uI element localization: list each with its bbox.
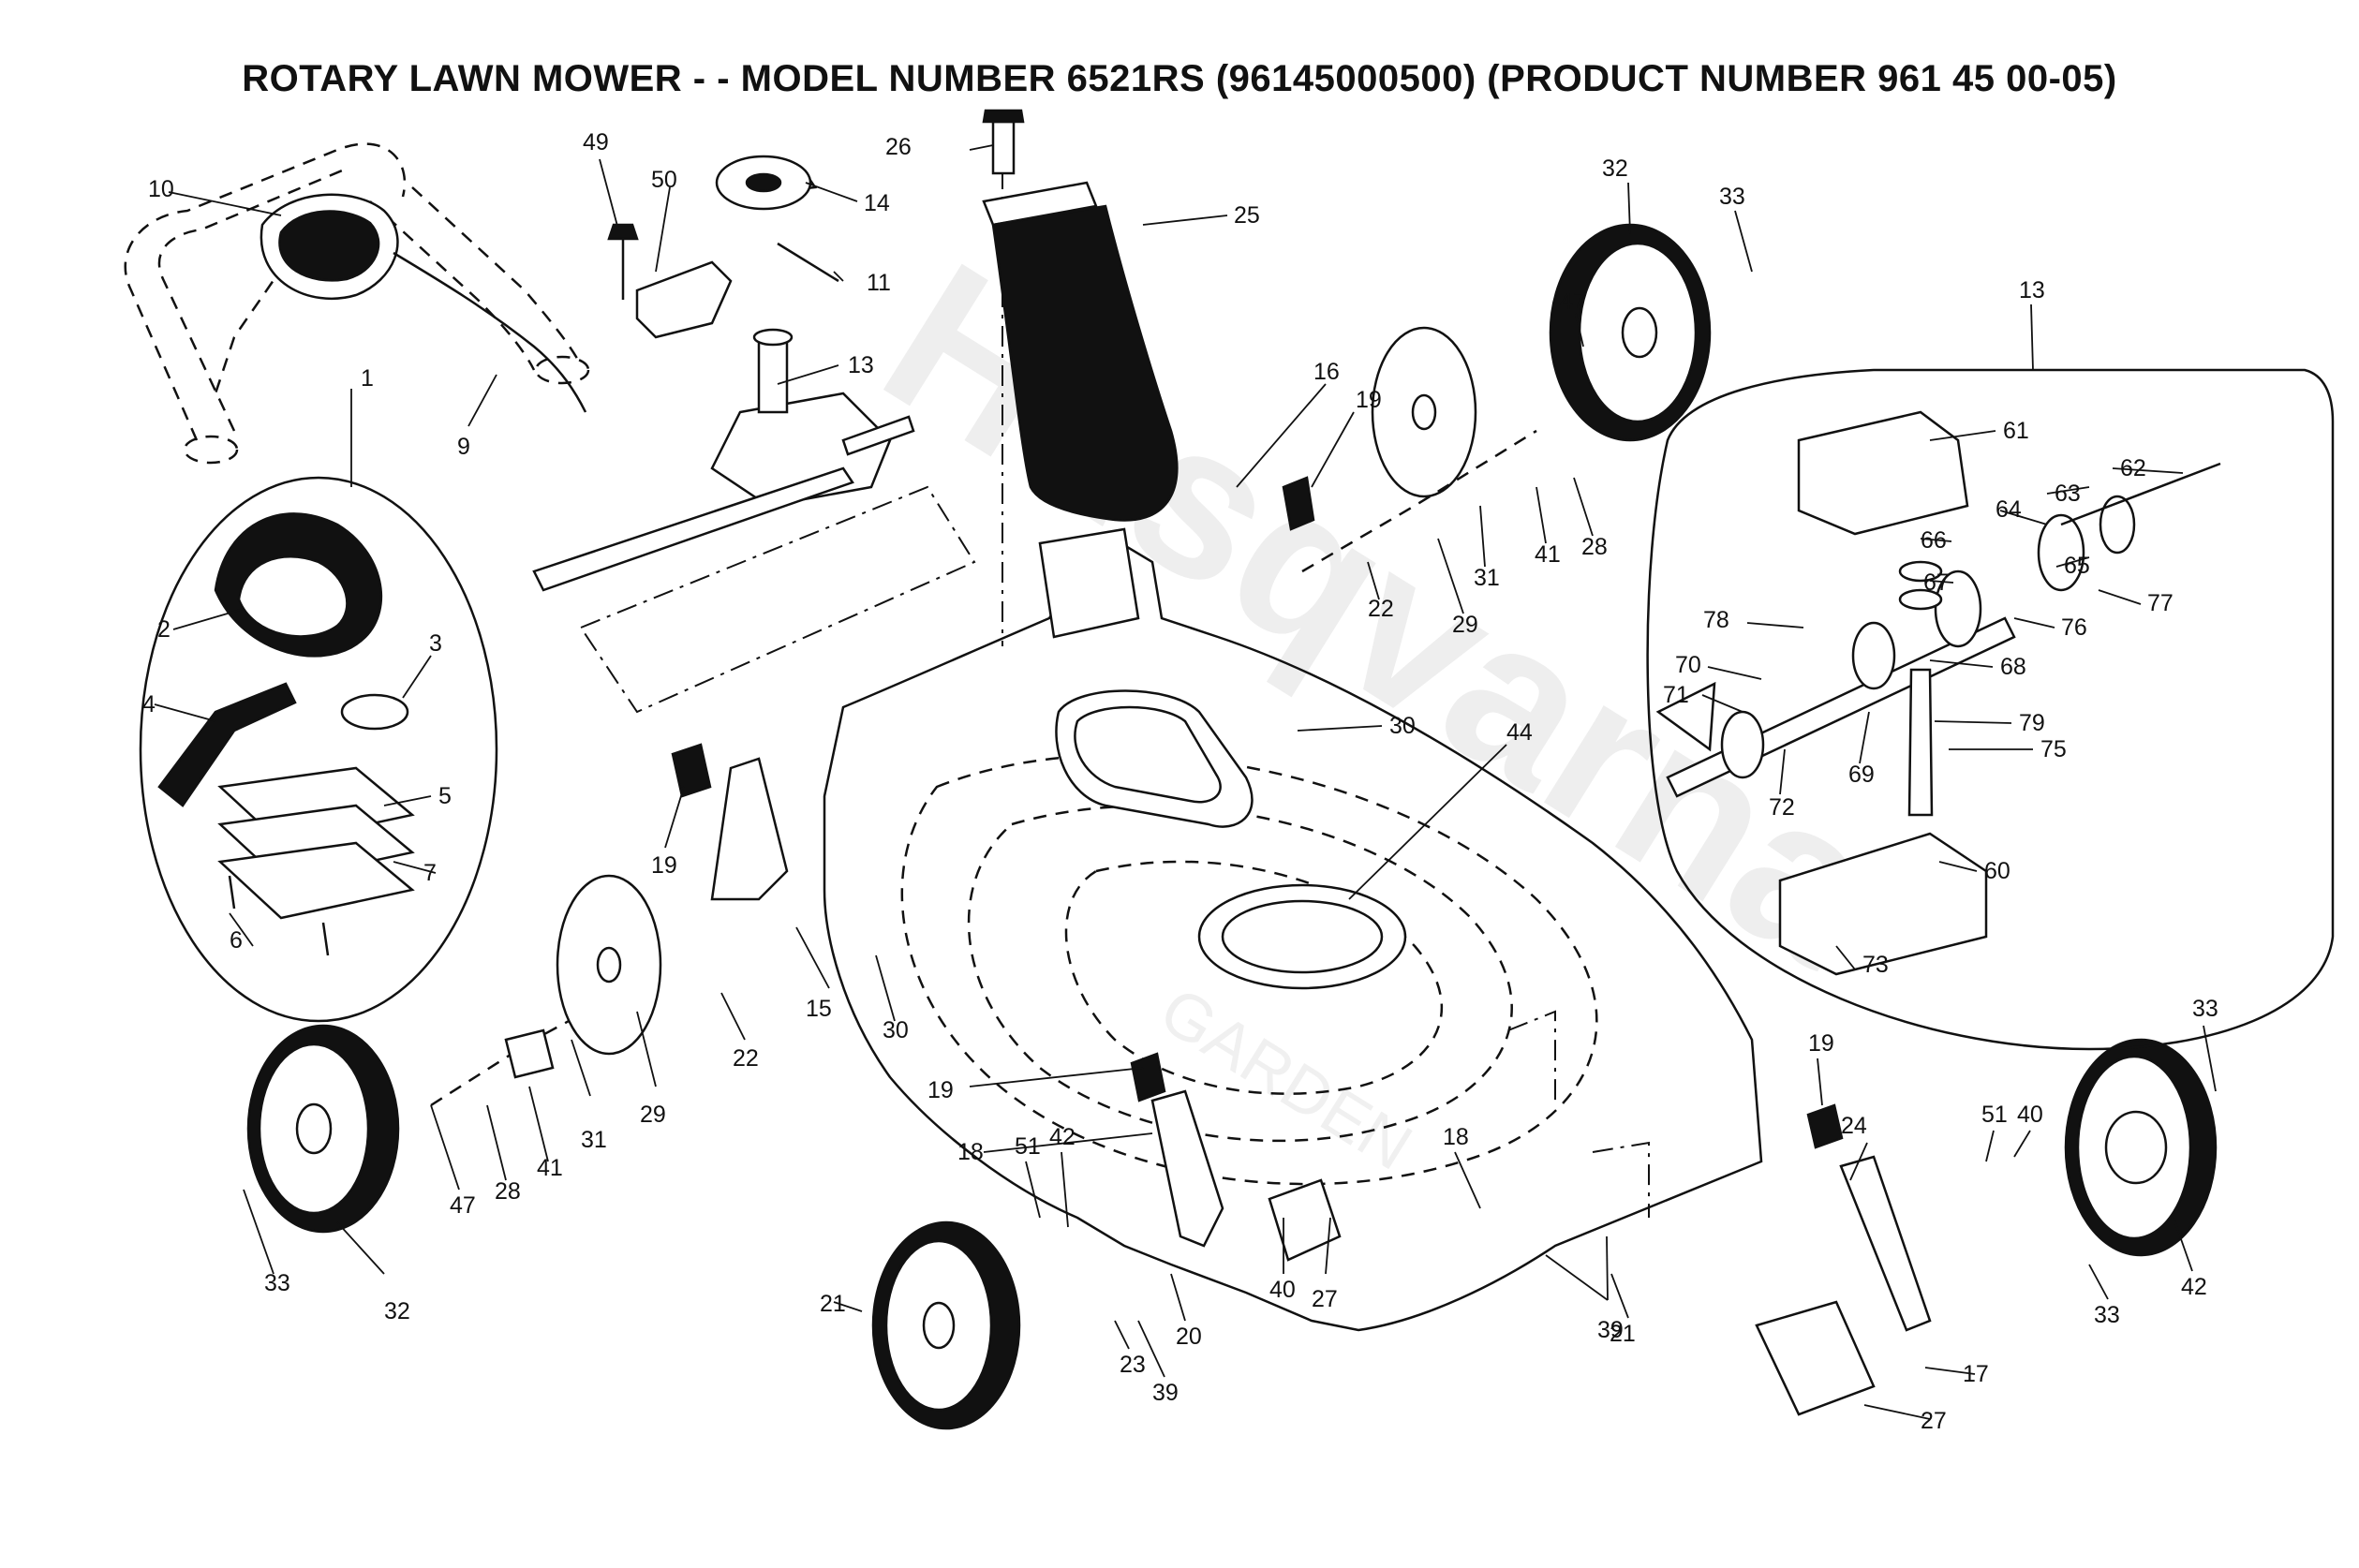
- part-label: 3: [429, 630, 442, 657]
- front-bottom-wheel: [871, 1220, 1021, 1430]
- part-label: 7: [423, 860, 437, 886]
- part-label: 24: [1841, 1113, 1867, 1139]
- part-label: 27: [1312, 1286, 1338, 1312]
- part-label: 13: [2019, 277, 2045, 303]
- front-left-wheel: [246, 972, 657, 1234]
- part-label: 39: [1597, 1317, 1624, 1343]
- part-label: 51: [1015, 1133, 1041, 1160]
- part-label: 47: [450, 1192, 476, 1219]
- part-label: 41: [537, 1155, 563, 1181]
- rear-right-wheel: [1301, 223, 1712, 573]
- part-label: 51: [1981, 1102, 2008, 1128]
- part-label: 16: [1313, 359, 1340, 385]
- part-label: 49: [583, 129, 609, 155]
- part-label: 77: [2147, 590, 2174, 616]
- part-label: 14: [864, 190, 890, 216]
- part-label: 9: [457, 434, 470, 460]
- leader-lines: [154, 144, 2217, 1420]
- handle-assembly: [124, 142, 590, 465]
- part-label: 19: [927, 1077, 954, 1103]
- part-label: 30: [1389, 713, 1416, 739]
- part-label: 21: [1610, 1321, 1636, 1347]
- part-label: 29: [1452, 612, 1478, 638]
- part-label: 18: [957, 1139, 984, 1165]
- part-label: 73: [1862, 952, 1889, 978]
- part-label: 50: [651, 167, 677, 193]
- control-detail-circle: [139, 476, 498, 1023]
- part-label: 10: [148, 176, 174, 202]
- part-label: 69: [1848, 762, 1875, 788]
- part-label: 19: [1808, 1030, 1834, 1057]
- part-label: 66: [1921, 527, 1947, 554]
- part-label: 19: [1356, 387, 1382, 413]
- part-label: 21: [820, 1291, 846, 1317]
- part-label: 67: [1923, 570, 1950, 596]
- part-label: 30: [883, 1017, 909, 1043]
- part-label: 32: [1602, 155, 1628, 182]
- part-label: 31: [1474, 565, 1500, 591]
- part-label: 63: [2055, 481, 2081, 507]
- rear-left-wheel-hub-cap: [504, 874, 662, 1079]
- diagram-title: ROTARY LAWN MOWER - - MODEL NUMBER 6521R…: [242, 58, 2117, 99]
- part-label: 6: [230, 927, 243, 954]
- part-label: 19: [651, 852, 677, 879]
- part-label: 65: [2064, 553, 2090, 579]
- part-label: 64: [1996, 496, 2022, 523]
- part-label: 60: [1984, 858, 2010, 884]
- part-label: 32: [384, 1298, 410, 1324]
- part-label: 33: [2192, 996, 2218, 1022]
- part-label: 41: [1535, 541, 1561, 568]
- part-label: 23: [1120, 1352, 1146, 1378]
- part-label: 40: [1269, 1277, 1296, 1303]
- part-label: 15: [806, 996, 832, 1022]
- part-label: 42: [1049, 1124, 1076, 1150]
- part-label: 11: [867, 270, 891, 296]
- part-label: 29: [640, 1102, 666, 1128]
- part-label: 4: [142, 691, 156, 717]
- rear-flap: [982, 181, 1179, 522]
- part-label: 47: [1560, 288, 1586, 315]
- part-label: 33: [1719, 184, 1745, 210]
- part-label: 25: [1234, 202, 1260, 229]
- part-label: 78: [1703, 607, 1729, 633]
- part-label: 18: [1443, 1124, 1469, 1150]
- part-label: 17: [1963, 1361, 1989, 1387]
- part-label: 62: [2120, 455, 2146, 481]
- part-label: 33: [2094, 1302, 2120, 1328]
- part-label: 68: [2000, 654, 2026, 680]
- part-label: 40: [2017, 1102, 2043, 1128]
- part-label: 76: [2061, 614, 2087, 641]
- part-label: 5: [438, 783, 452, 809]
- part-label: 70: [1675, 652, 1701, 678]
- part-label: 1: [361, 365, 374, 392]
- mower-deck: [823, 527, 1763, 1332]
- part-label: 72: [1769, 794, 1795, 821]
- part-label: 61: [2003, 418, 2029, 444]
- part-label: 28: [1581, 534, 1608, 560]
- height-adjusters: [671, 476, 1932, 1416]
- part-label: 75: [2040, 736, 2067, 762]
- part-label: 20: [1176, 1324, 1202, 1350]
- gearbox-detail-circle: [1646, 368, 2335, 1051]
- part-label: 2: [157, 616, 171, 643]
- part-label: 79: [2019, 710, 2045, 736]
- part-label: 13: [848, 352, 874, 378]
- front-right-wheel: [2064, 1038, 2218, 1257]
- part-labels: 10 49 50 14 26 25 32 33 11 13 47 13 1 9 …: [142, 129, 2218, 1434]
- part-label: 28: [495, 1178, 521, 1205]
- part-label: 31: [581, 1127, 607, 1153]
- part-label: 71: [1663, 682, 1689, 708]
- part-label: 22: [1368, 596, 1394, 622]
- part-label: 22: [733, 1045, 759, 1072]
- gearbox-axle-assembly: [532, 109, 1025, 714]
- part-label: 33: [264, 1270, 290, 1296]
- part-label: 39: [1152, 1380, 1179, 1406]
- part-label: 44: [1506, 719, 1533, 746]
- part-label: 42: [2181, 1274, 2207, 1300]
- part-label: 27: [1921, 1408, 1947, 1434]
- part-label: 26: [885, 134, 912, 160]
